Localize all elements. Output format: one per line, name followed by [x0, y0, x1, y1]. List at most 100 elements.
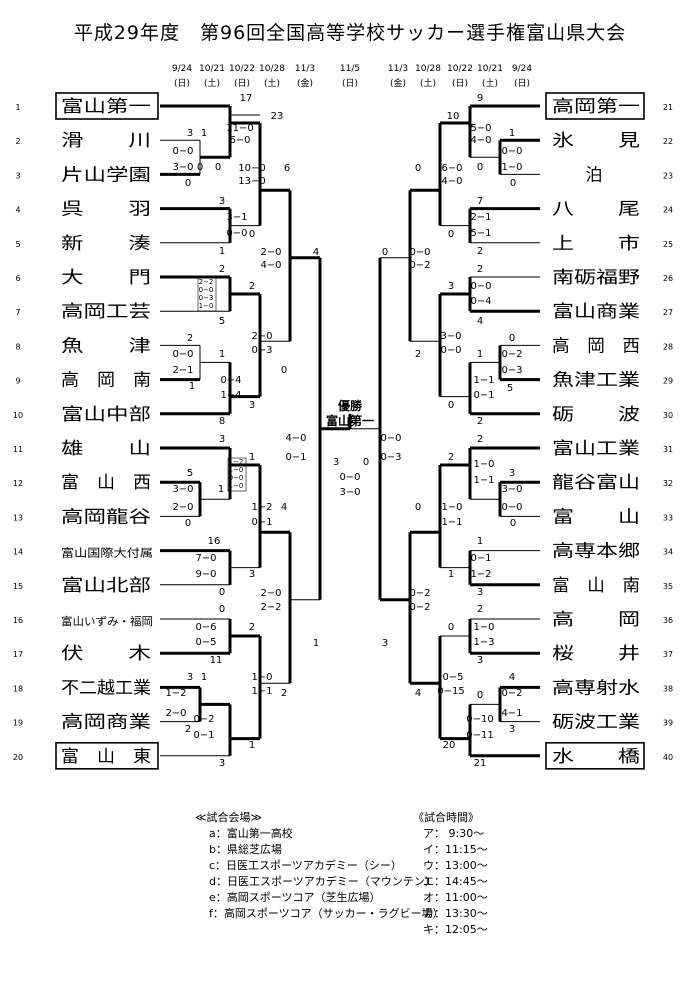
match-score: 2−0	[260, 588, 281, 599]
match-score: 3	[187, 128, 193, 139]
date-label: 11/5	[340, 64, 360, 74]
team-number: 23	[663, 171, 673, 180]
match-score: 1	[189, 381, 195, 392]
weekday-label: (日)	[174, 78, 190, 89]
team-number: 12	[13, 479, 23, 488]
match-score: 0−0	[501, 146, 522, 157]
match-score: 0	[219, 604, 225, 615]
match-score: 0	[510, 178, 516, 189]
match-score: 3−0	[501, 484, 522, 495]
match-score: 3	[477, 655, 483, 666]
venue-title: ≪試合会場≫	[195, 811, 263, 824]
team-box	[545, 92, 645, 120]
venue-list: ≪試合会場≫ a：富山第一高校 b：県総芝広場 c：日医工スポーツアカデミー（シ…	[195, 810, 444, 922]
final-score: 0	[363, 457, 369, 468]
team-name: 氷 見	[552, 131, 640, 151]
team-number: 16	[13, 616, 23, 625]
team-name: 不二越工業	[61, 678, 151, 698]
match-score: 7−0	[195, 553, 216, 564]
match-score: 1−4	[220, 390, 241, 401]
match-score: 3	[249, 569, 255, 580]
match-score: 3	[509, 468, 515, 479]
match-score: 4	[313, 247, 319, 258]
match-score: 5−1	[470, 228, 491, 239]
match-score: 5	[187, 468, 193, 479]
time-item: オ：11:00〜	[423, 891, 488, 904]
weekday-label: (土)	[264, 77, 280, 89]
match-score: 2	[219, 264, 225, 275]
match-score: 0	[215, 162, 221, 173]
champion-label: 優勝	[337, 398, 363, 413]
team-number: 38	[663, 684, 673, 693]
match-score: 1	[249, 452, 255, 463]
match-score: 2	[477, 246, 483, 257]
match-score: 0−1	[251, 517, 272, 528]
team-number: 7	[15, 308, 20, 317]
match-score: 0−0	[501, 502, 522, 513]
match-score: 6−0	[441, 163, 462, 174]
match-score: 17	[240, 93, 253, 104]
date-label: 10/22	[229, 64, 255, 74]
match-score: 2	[281, 688, 287, 699]
match-score: 1−2	[229, 458, 244, 466]
date-label: 10/21	[477, 64, 503, 74]
team-number: 37	[663, 650, 673, 659]
team-name: 富山商業	[552, 302, 640, 322]
match-score: 0−1	[470, 553, 491, 564]
match-score: 2	[249, 622, 255, 633]
match-score: 0−3	[199, 294, 214, 302]
team-number: 9	[15, 377, 20, 386]
team-number: 25	[663, 240, 673, 249]
match-score: 3	[249, 400, 255, 411]
date-label: 9/24	[172, 64, 192, 74]
match-score: 11−0	[226, 123, 253, 134]
match-score: 0	[382, 247, 388, 258]
match-score: 0	[249, 229, 255, 240]
match-score: 1−0	[199, 302, 214, 310]
match-score: 11	[210, 655, 223, 666]
team-number: 21	[663, 103, 673, 112]
team-number: 31	[663, 445, 673, 454]
team-number: 6	[15, 274, 20, 283]
match-score: 0	[415, 502, 421, 513]
match-score: 4	[415, 688, 421, 699]
match-score: 0−3	[380, 452, 401, 463]
page-title: 平成29年度 第96回全国高等学校サッカー選手権富山県大会	[73, 22, 627, 44]
team-name: 呉 羽	[61, 200, 151, 220]
match-score: 1	[201, 128, 207, 139]
match-score: 23	[271, 111, 284, 122]
match-score: 9	[477, 93, 483, 104]
team-number: 29	[663, 377, 673, 386]
match-score: 16	[208, 536, 221, 547]
team-name: 高 岡 西	[552, 336, 640, 356]
match-score: 0	[281, 365, 287, 376]
team-name: 富山第一	[61, 97, 151, 117]
match-score: 0	[477, 690, 483, 701]
team-name: 砺波工業	[552, 713, 640, 733]
team-number: 4	[15, 206, 20, 215]
match-score: 3	[219, 196, 225, 207]
team-number: 40	[663, 753, 673, 762]
match-score: 4−0	[441, 176, 462, 187]
team-name: 富 山 東	[61, 747, 151, 767]
match-score: 0	[197, 162, 203, 173]
match-score: 2−0	[260, 247, 281, 258]
match-score: 1	[219, 349, 225, 360]
date-label: 11/3	[295, 64, 315, 74]
match-score: 2	[477, 416, 483, 427]
weekday-label: (日)	[342, 78, 358, 89]
match-score: 0−3	[251, 345, 272, 356]
team-number: 36	[663, 616, 673, 625]
match-score: 1−0	[229, 482, 244, 490]
match-score: 0−15	[437, 686, 464, 697]
match-score: 4−0	[470, 135, 491, 146]
match-score: 5−0	[470, 123, 491, 134]
champion-team: 富山第一	[326, 413, 374, 428]
team-name: 富 山 西	[61, 473, 151, 493]
match-score: 0	[448, 229, 454, 240]
team-name: 片山学園	[61, 165, 151, 185]
team-number: 14	[13, 548, 23, 557]
team-number: 17	[13, 650, 23, 659]
team-number: 3	[15, 171, 20, 180]
team-name: 富山中部	[61, 405, 151, 425]
